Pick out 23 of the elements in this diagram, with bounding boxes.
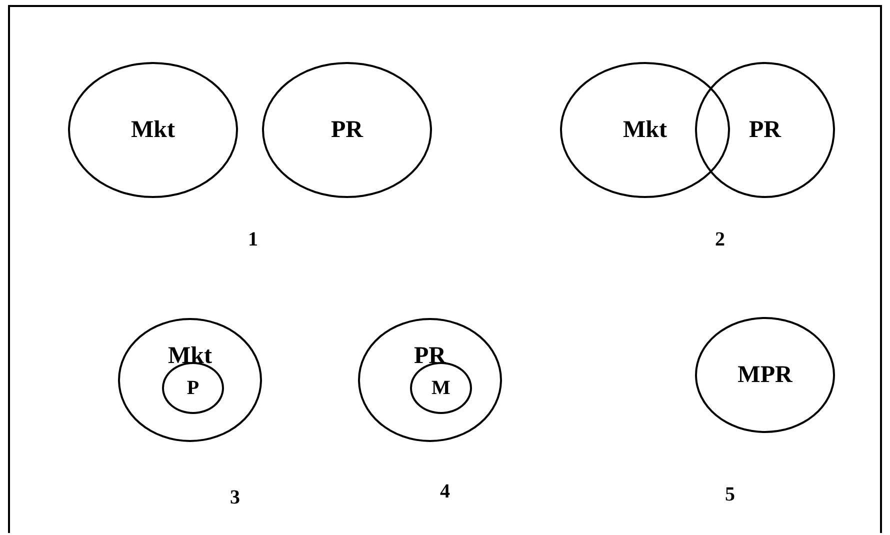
panel-number: 3 — [230, 486, 240, 510]
circle-label: Mkt — [168, 343, 212, 369]
panel-number: 5 — [725, 484, 735, 506]
circle-label: Mkt — [131, 117, 175, 143]
circle — [118, 318, 262, 442]
circle — [262, 62, 432, 198]
circle — [358, 318, 502, 442]
circle-label: PR — [331, 117, 363, 143]
circle — [695, 62, 835, 198]
panel-number: 1 — [248, 228, 258, 252]
panel-number: 2 — [715, 228, 725, 252]
circle — [695, 317, 835, 433]
inner-circle — [162, 362, 224, 414]
circle — [68, 62, 238, 198]
circle — [560, 62, 730, 198]
inner-circle — [410, 362, 472, 414]
circle-label: PR — [749, 117, 781, 143]
circle-label: P — [186, 376, 200, 401]
circle-label: M — [432, 376, 450, 401]
circle-label: MPR — [738, 362, 792, 388]
circle-label: PR — [414, 343, 446, 369]
circle-label: Mkt — [623, 117, 667, 143]
panel-number: 4 — [440, 480, 450, 504]
